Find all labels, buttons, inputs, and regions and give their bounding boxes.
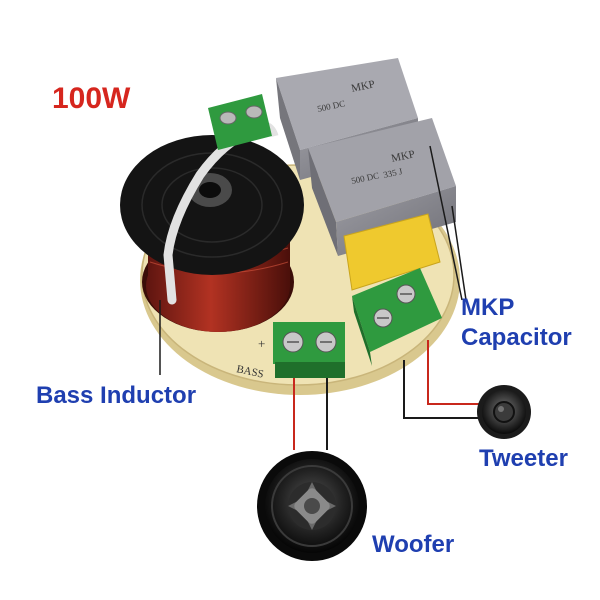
pcb-bass-marking: BASS (235, 363, 264, 380)
mkp-pointer-2 (451, 205, 467, 301)
tweeter-label: Tweeter (479, 445, 568, 472)
bass-inductor (120, 119, 304, 332)
mkp-label-line-2: Capacitor (461, 324, 572, 351)
mkp-capacitor-label: MKP Capacitor (461, 293, 572, 353)
tweeter-wire-black (403, 360, 480, 419)
pcb-plus-marking: + (258, 336, 265, 351)
power-rating-label: 100W (52, 82, 131, 115)
capacitor-2-brand: MKP (390, 148, 416, 165)
woofer-speaker (257, 451, 367, 561)
yellow-capacitor (343, 213, 441, 291)
top-terminal-block (208, 94, 272, 150)
woofer-label: Woofer (372, 531, 455, 558)
tweeter-wire-red (427, 340, 480, 405)
capacitor-2-rating: 335 J (382, 166, 403, 180)
tweeter-terminal-block (352, 268, 442, 366)
tweeter-speaker (477, 385, 531, 439)
bass-inductor-label: Bass Inductor (36, 382, 197, 409)
woofer-terminal-block (273, 322, 345, 378)
capacitor-1-brand: MKP (350, 78, 376, 95)
mkp-label-line-1: MKP (461, 294, 515, 321)
mkp-pointer-1 (429, 145, 463, 301)
mkp-capacitor-2: MKP 500 DC 335 J (308, 118, 456, 256)
